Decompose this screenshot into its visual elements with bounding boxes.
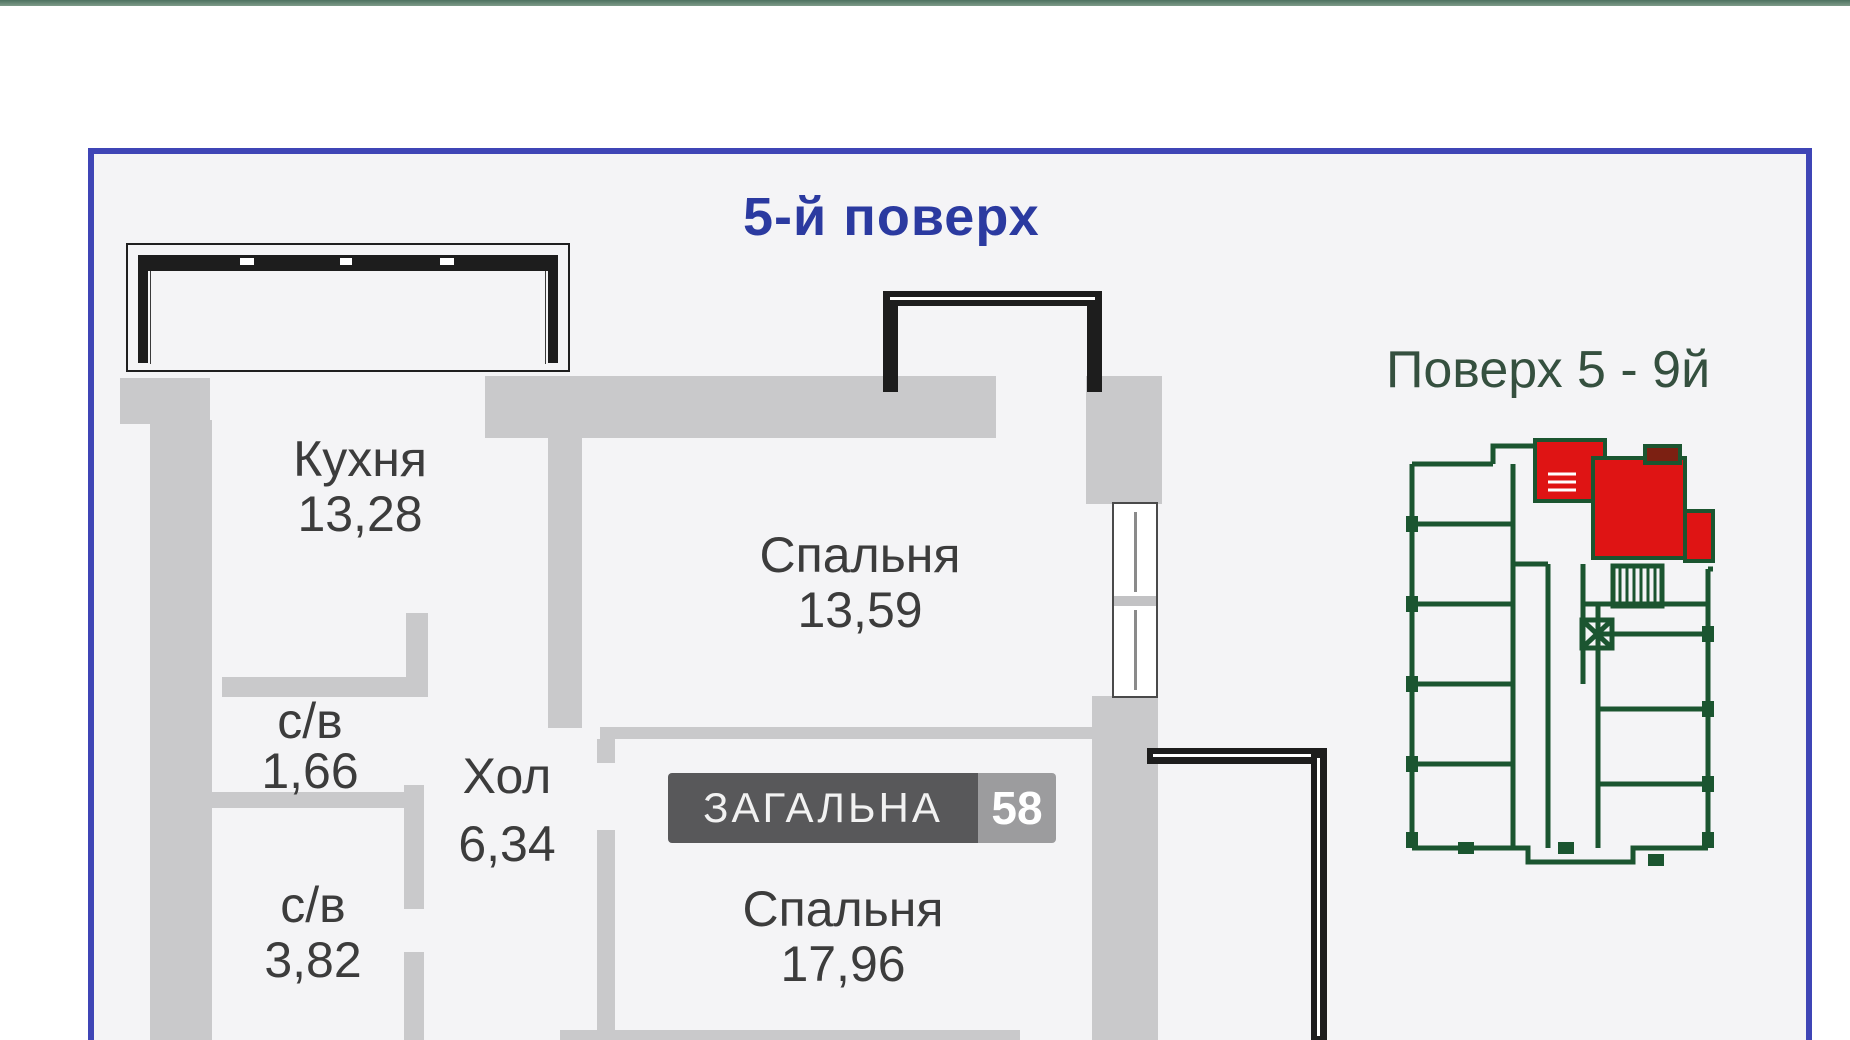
secondary-highlight — [1643, 444, 1682, 465]
room-area: 13,59 — [797, 582, 923, 638]
room-name: с/в — [280, 877, 346, 933]
room-label-kitchen: Кухня 13,28 — [235, 432, 485, 542]
balcony-rail-line — [1153, 754, 1321, 757]
wall-segment — [597, 830, 615, 1040]
room-area: 13,28 — [297, 486, 423, 542]
wall-segment — [152, 792, 408, 808]
loggia-outline — [126, 243, 570, 372]
wall-segment — [150, 420, 212, 1040]
window-divider — [1114, 596, 1156, 606]
room-label-bedroom1: Спальня 13,59 — [735, 528, 985, 638]
wall-segment — [1086, 376, 1162, 504]
wall-segment — [404, 952, 424, 1040]
top-accent-bar — [0, 0, 1850, 6]
wall-segment — [222, 677, 428, 697]
room-name: Хол — [462, 748, 552, 804]
room-area: 17,96 — [780, 936, 906, 992]
mini-floorplan-pilasters — [1406, 516, 1714, 866]
total-area-value: 58 — [991, 782, 1043, 834]
room-label-bedroom2: Спальня 17,96 — [718, 882, 968, 992]
window-mullion-gap — [240, 258, 254, 265]
wall-segment — [560, 1030, 1020, 1040]
floor-title: 5-й поверх — [743, 187, 1040, 247]
highlight-unit-part — [1683, 509, 1715, 563]
balcony-rail — [1087, 291, 1102, 392]
stairs-hatch — [1618, 566, 1657, 606]
room-label-hall: Хол 6,34 — [412, 742, 602, 878]
total-area-badge: ЗАГАЛЬНА 58 — [668, 773, 1056, 843]
room-label-bath1: с/в 1,66 — [230, 696, 390, 796]
wall-segment — [548, 438, 582, 728]
wall-segment — [404, 785, 424, 909]
total-area-value-bg: 58 — [978, 773, 1056, 843]
mini-floorplan-walls — [1409, 443, 1713, 865]
highlight-unit-part — [1591, 456, 1687, 560]
window-mullion-gap — [440, 258, 454, 265]
wall-segment — [120, 378, 210, 424]
room-area: 6,34 — [458, 816, 556, 872]
window-mullion — [1134, 610, 1137, 690]
room-name: с/в — [277, 693, 343, 749]
total-area-label: ЗАГАЛЬНА — [703, 784, 943, 831]
total-area-label-bg: ЗАГАЛЬНА — [668, 773, 978, 843]
room-name: Спальня — [759, 527, 961, 583]
window-frame — [138, 271, 148, 363]
room-label-bath2: с/в 3,82 — [233, 878, 393, 988]
window-mullion-gap — [340, 258, 352, 265]
room-area: 1,66 — [261, 743, 359, 799]
balcony-rail-line — [890, 297, 1095, 300]
balcony-rail-line — [1317, 758, 1320, 1036]
window-frame — [548, 271, 558, 363]
mini-floorplan — [1406, 438, 1715, 866]
balcony-rail — [883, 291, 898, 392]
wall-segment — [600, 727, 1094, 739]
wall-segment — [485, 376, 996, 438]
room-name: Кухня — [293, 431, 427, 487]
loggia-inner-line — [150, 269, 546, 364]
room-name: Спальня — [742, 881, 944, 937]
floors-range-label: Поверх 5 - 9й — [1386, 341, 1711, 399]
window-door-symbol — [1112, 502, 1158, 698]
window-mullion — [1134, 512, 1137, 592]
wall-segment — [597, 739, 615, 763]
wall-segment — [406, 613, 428, 697]
room-area: 3,82 — [264, 932, 362, 988]
